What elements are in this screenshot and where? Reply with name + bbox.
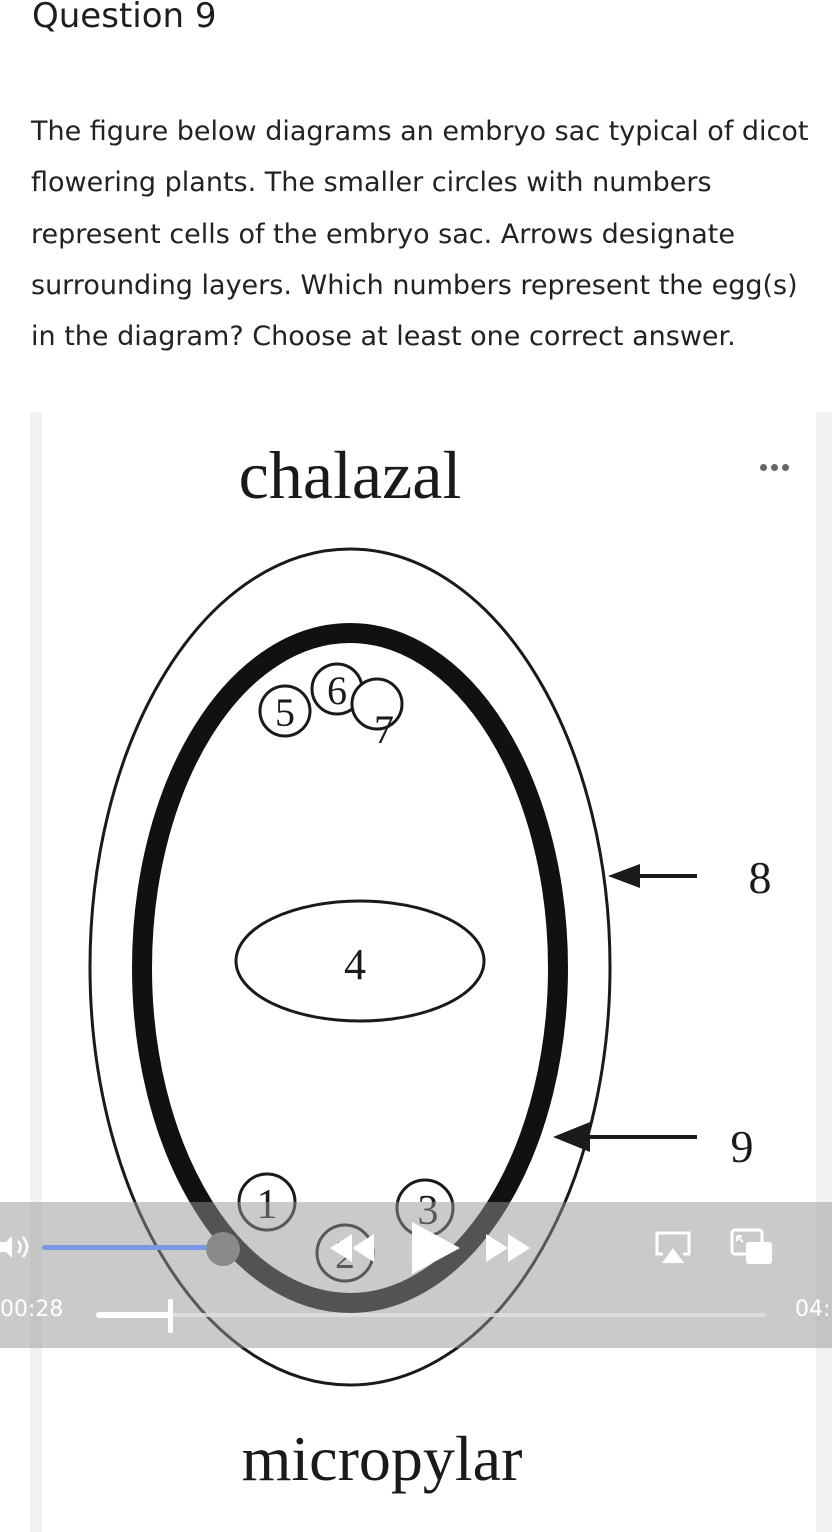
cell-7-label: 7 <box>374 707 394 752</box>
picture-in-picture-icon[interactable] <box>730 1228 774 1268</box>
cell-6-label: 6 <box>327 668 347 713</box>
question-text: The figure below diagrams an embryo sac … <box>31 116 809 353</box>
cell-4: 4 <box>234 899 486 1023</box>
outer-integument <box>88 547 612 1387</box>
seek-bar-progress <box>96 1312 170 1318</box>
airplay-icon[interactable] <box>654 1230 692 1266</box>
rewind-icon[interactable] <box>328 1228 376 1268</box>
seek-bar-track[interactable] <box>96 1313 766 1317</box>
media-player-controls: 00:28 04: <box>0 1202 832 1348</box>
volume-icon[interactable] <box>0 1232 38 1262</box>
cell-7: 7 <box>350 677 404 752</box>
cell-5-label: 5 <box>275 690 295 735</box>
elapsed-time: 00:28 <box>0 1297 64 1322</box>
volume-slider-track[interactable] <box>42 1245 224 1250</box>
more-icon[interactable] <box>752 454 796 480</box>
cell-5: 5 <box>258 684 312 738</box>
arrow-8-label: 8 <box>749 852 772 903</box>
arrow-9-label: 9 <box>731 1121 754 1172</box>
fast-forward-icon[interactable] <box>484 1228 532 1268</box>
chalazal-label: chalazal <box>239 437 462 513</box>
arrow-8 <box>608 864 697 888</box>
cell-4-label: 4 <box>344 940 366 989</box>
arrow-9 <box>553 1122 697 1152</box>
play-icon[interactable] <box>408 1220 462 1276</box>
micropylar-label: micropylar <box>242 1423 523 1494</box>
seek-bar-knob[interactable] <box>168 1299 173 1333</box>
question-title: Question 9 <box>32 0 217 36</box>
total-duration: 04: <box>795 1298 831 1322</box>
volume-slider-knob[interactable] <box>206 1232 240 1266</box>
